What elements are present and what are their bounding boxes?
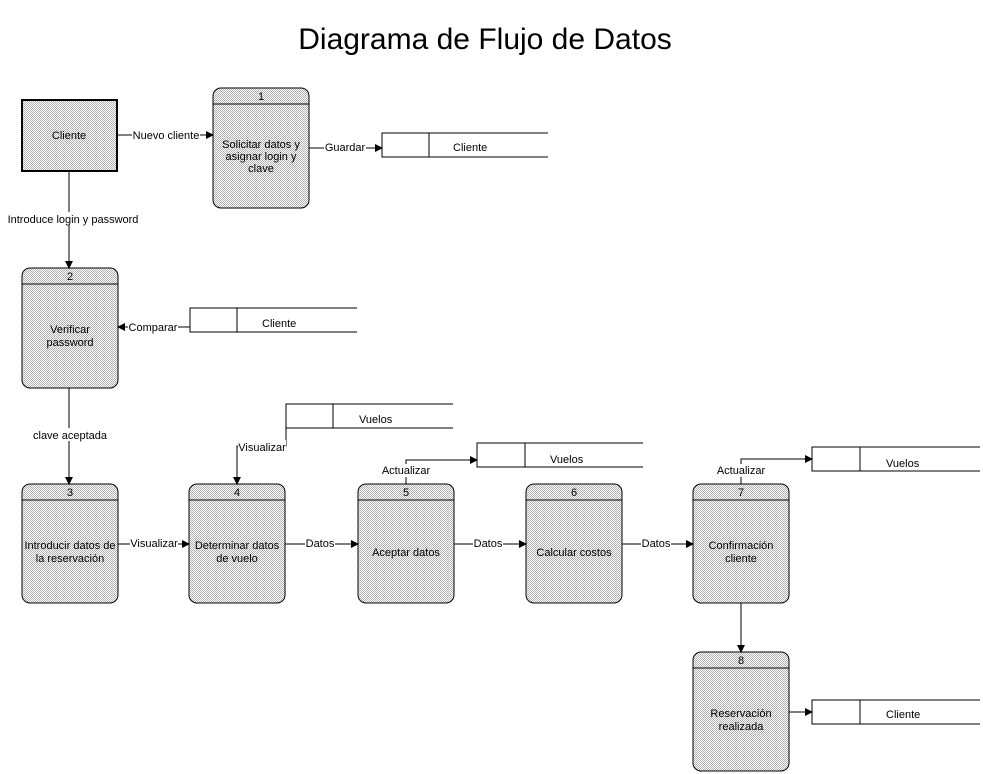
flow-label: clave aceptada (33, 430, 108, 442)
flow-actualizar-5: Actualizar (380, 456, 478, 484)
flow-introduce-login: Introduce login y password (6, 171, 140, 269)
process-2: 2 Verificar password (21, 267, 119, 389)
flow-label: Datos (306, 538, 335, 550)
flow-nuevo-cliente: Nuevo cliente (117, 128, 214, 142)
process-1: 1 Solicitar datos y asignar login y clav… (212, 87, 310, 209)
process-label-line: Reservación (710, 708, 771, 720)
flow-label: Datos (642, 538, 671, 550)
process-3: 3 Introducir datos de la reservación (21, 483, 119, 604)
external-entity-cliente: Cliente (21, 99, 118, 172)
data-store-label: Cliente (262, 318, 296, 330)
data-store-vuelos: Vuelos (476, 442, 643, 468)
flow-datos-6-7: Datos (622, 537, 694, 550)
data-store-label: Vuelos (886, 458, 920, 470)
data-store-cliente: Cliente (811, 699, 980, 725)
flow-visualizar-store: Visualizar (233, 423, 287, 485)
flow-label: Nuevo cliente (133, 130, 200, 142)
process-number: 2 (67, 271, 73, 283)
process-6: 6 Calcular costos (525, 483, 623, 604)
data-store-cliente: Cliente (189, 307, 357, 333)
process-label-line: realizada (719, 721, 765, 733)
data-store-label: Vuelos (550, 454, 584, 466)
flow-label: Visualizar (238, 442, 286, 454)
process-number: 6 (571, 487, 577, 499)
process-label-line: Determinar datos (195, 540, 280, 552)
flow-datos-4-5: Datos (285, 537, 359, 550)
process-number: 7 (738, 487, 744, 499)
data-store-cliente: Cliente (381, 132, 548, 158)
data-store-label: Vuelos (359, 414, 393, 426)
data-store-label: Cliente (886, 709, 920, 721)
flow-comparar: Comparar (117, 320, 190, 334)
flow-label: Actualizar (717, 465, 766, 477)
flow-label: Actualizar (382, 465, 431, 477)
process-5: 5 Aceptar datos (357, 483, 455, 604)
process-7: 7 Confirmación cliente (692, 483, 790, 604)
flow-label: Visualizar (130, 538, 178, 550)
external-entity-label: Cliente (52, 130, 86, 142)
process-label-line: password (46, 337, 93, 349)
flow-label: Introduce login y password (8, 214, 139, 226)
process-label-line: de vuelo (216, 553, 258, 565)
process-number: 3 (67, 487, 73, 499)
process-label-line: Aceptar datos (372, 547, 440, 559)
process-label-line: cliente (725, 553, 757, 565)
process-number: 8 (738, 655, 744, 667)
data-store-vuelos: Vuelos (811, 446, 980, 472)
flow-guardar: Guardar (309, 141, 383, 154)
flow-visualizar: Visualizar (118, 537, 190, 550)
flow-label: Comparar (129, 322, 178, 334)
flow-clave-aceptada: clave aceptada (30, 388, 110, 485)
flow-label: Guardar (325, 142, 366, 154)
flow-label: Datos (474, 538, 503, 550)
diagram-title: Diagrama de Flujo de Datos (298, 23, 672, 56)
process-number: 1 (258, 91, 264, 103)
process-label-line: Calcular costos (536, 547, 612, 559)
process-label-line: Solicitar datos y (222, 139, 300, 151)
process-label-line: asignar login y (226, 151, 297, 163)
data-store-label: Cliente (453, 142, 487, 154)
process-label-line: Introducir datos de (24, 540, 115, 552)
process-label-line: Confirmación (709, 540, 774, 552)
process-number: 5 (403, 487, 409, 499)
data-store-vuelos: Vuelos (285, 403, 453, 429)
process-label-line: Verificar (50, 324, 90, 336)
process-8: 8 Reservación realizada (692, 651, 790, 772)
process-4: 4 Determinar datos de vuelo (188, 483, 286, 604)
flow-datos-5-6: Datos (454, 537, 527, 550)
process-label-line: clave (248, 163, 274, 175)
process-label-line: la reservación (36, 553, 104, 565)
process-number: 4 (234, 487, 240, 499)
flow-actualizar-7: Actualizar (715, 455, 813, 484)
